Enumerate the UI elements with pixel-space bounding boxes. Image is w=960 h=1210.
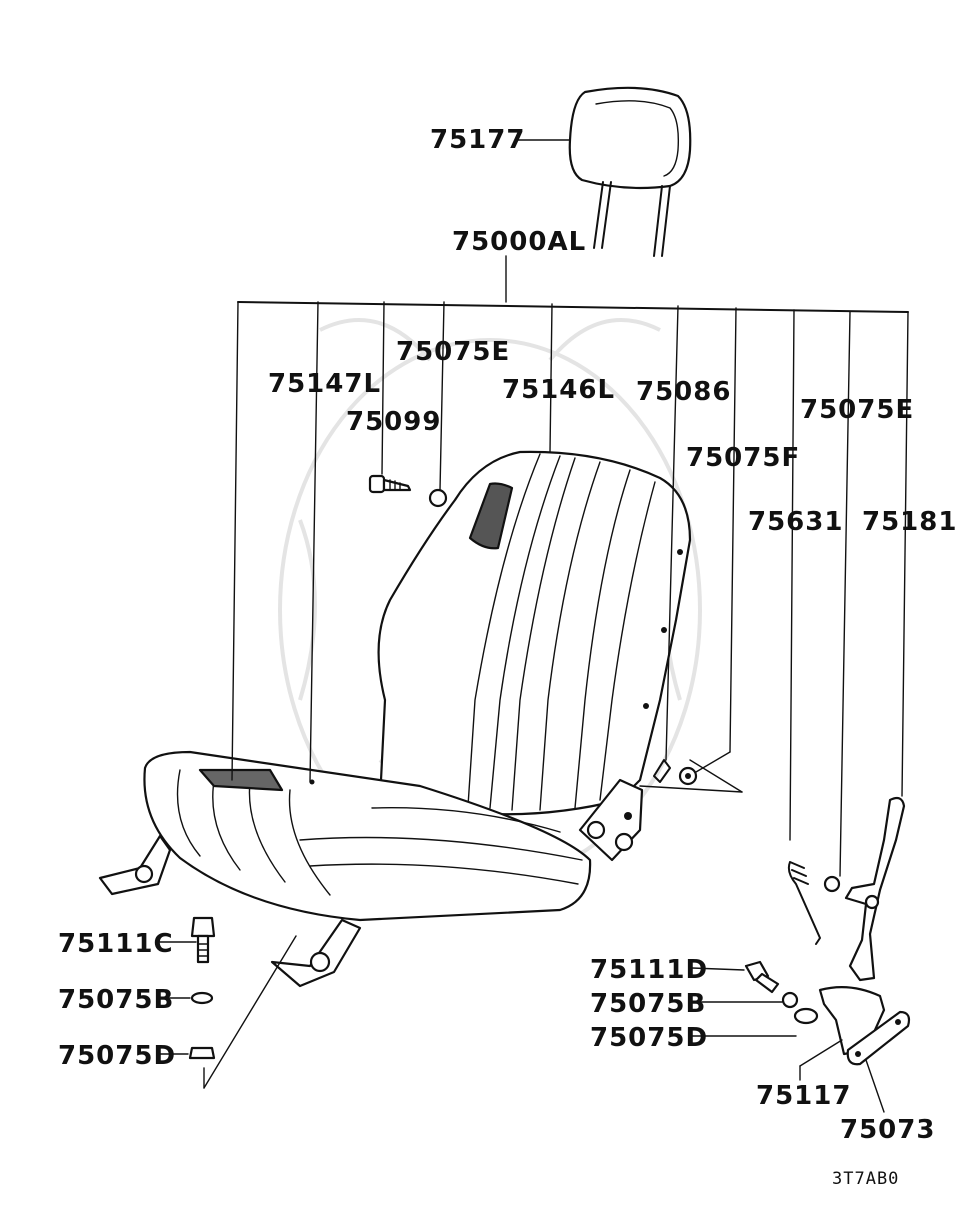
label-75000al[interactable]: 75000AL	[452, 227, 586, 257]
left-front-leg	[98, 834, 172, 896]
bolt-75111d-part[interactable]	[744, 960, 780, 994]
hinge-bracket	[578, 778, 644, 862]
label-75086[interactable]: 75086	[636, 377, 731, 407]
washer-75075b-left-part[interactable]	[190, 991, 214, 1005]
leader-lines	[159, 139, 909, 1113]
label-75147l[interactable]: 75147L	[268, 369, 381, 399]
bolt-75111c-part[interactable]	[190, 916, 216, 964]
spring-75631-part[interactable]	[787, 861, 821, 945]
diagram-code: 3T7AB0	[832, 1169, 899, 1189]
headrest-part[interactable]	[568, 86, 692, 257]
label-75181[interactable]: 75181	[862, 507, 957, 537]
washer-75075b-right-part[interactable]	[781, 991, 799, 1009]
part-labels: 75177 75000AL 75147L 75075E 75099 75146L…	[58, 125, 957, 1189]
label-75073[interactable]: 75073	[840, 1115, 935, 1145]
label-75075b-right[interactable]: 75075B	[590, 989, 706, 1019]
lever-75181-part[interactable]	[844, 796, 906, 982]
seat-back-part[interactable]	[377, 450, 692, 816]
label-75099[interactable]: 75099	[346, 407, 441, 437]
label-75075e-right[interactable]: 75075E	[800, 395, 914, 425]
nut-75075d-right-part[interactable]	[793, 1007, 819, 1025]
label-75117[interactable]: 75117	[756, 1081, 851, 1111]
label-75111c[interactable]: 75111C	[58, 929, 174, 959]
left-rear-leg	[270, 918, 362, 988]
plate-75073-part[interactable]	[846, 1010, 911, 1066]
seat-cushion-part[interactable]	[143, 750, 592, 922]
label-75631[interactable]: 75631	[748, 507, 843, 537]
nut-75075d-left-part[interactable]	[188, 1046, 216, 1060]
label-75111d[interactable]: 75111D	[590, 955, 708, 985]
label-75075d-left[interactable]: 75075D	[58, 1041, 176, 1071]
washer-75075f-part[interactable]	[678, 766, 698, 786]
label-75075e-left[interactable]: 75075E	[396, 337, 510, 367]
cap-75075e-left-part[interactable]	[428, 488, 448, 508]
label-75075f[interactable]: 75075F	[686, 443, 800, 473]
label-75075b-left[interactable]: 75075B	[58, 985, 174, 1015]
clip-75086-part[interactable]	[653, 759, 671, 783]
screw-75099-part[interactable]	[368, 474, 412, 494]
label-75075d-right[interactable]: 75075D	[590, 1023, 708, 1053]
label-75177[interactable]: 75177	[430, 125, 525, 155]
label-75146l[interactable]: 75146L	[502, 375, 615, 405]
cap-75075e-right-part[interactable]	[823, 875, 841, 893]
